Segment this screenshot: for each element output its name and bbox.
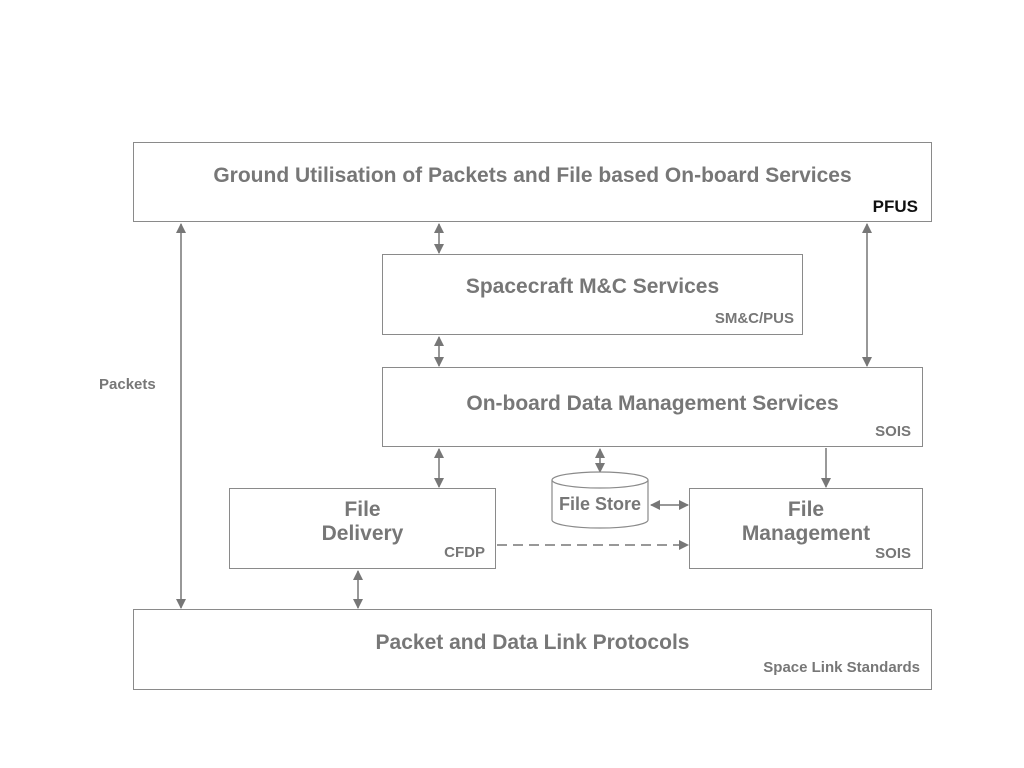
onboard-data-management-box: On-board Data Management Services SOIS (382, 367, 923, 447)
cfdp-tag: CFDP (444, 544, 485, 561)
spacecraft-mc-title: Spacecraft M&C Services (465, 275, 720, 298)
file-management-title-line2: Management (741, 522, 871, 545)
file-management-box: File Management SOIS (689, 488, 923, 569)
file-delivery-title-line1: File (344, 498, 381, 521)
file-delivery-box: File Delivery CFDP (229, 488, 496, 569)
ground-utilisation-title: Ground Utilisation of Packets and File b… (213, 164, 852, 187)
file-delivery-title-line2: Delivery (321, 522, 404, 545)
file-store-label: File Store (558, 494, 642, 514)
pfus-tag: PFUS (872, 197, 918, 216)
smc-pus-tag: SM&C/PUS (714, 310, 794, 327)
packet-data-link-box: Packet and Data Link Protocols Space Lin… (133, 609, 932, 690)
file-management-sois-tag: SOIS (875, 545, 911, 562)
space-link-standards-tag: Space Link Standards (763, 659, 920, 676)
ground-utilisation-box: Ground Utilisation of Packets and File b… (133, 142, 932, 222)
odms-sois-tag: SOIS (875, 423, 911, 440)
onboard-data-management-title: On-board Data Management Services (466, 392, 839, 415)
packet-data-link-title: Packet and Data Link Protocols (375, 631, 690, 654)
file-management-title-line1: File (787, 498, 825, 521)
packets-label: Packets (99, 376, 156, 393)
spacecraft-mc-box: Spacecraft M&C Services SM&C/PUS (382, 254, 803, 335)
